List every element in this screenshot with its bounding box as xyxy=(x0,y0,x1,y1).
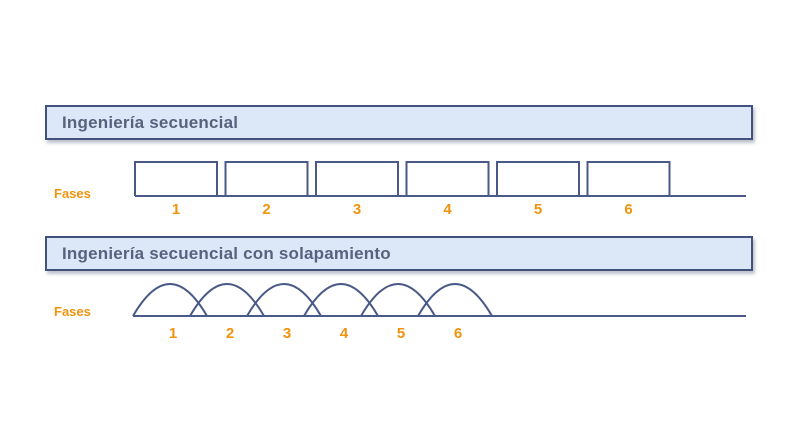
phase-label: 2 xyxy=(226,325,234,342)
phase-label: 5 xyxy=(397,325,405,342)
phase-label: 6 xyxy=(454,325,462,342)
section1-phase-labels: 1 2 3 4 5 6 xyxy=(172,201,633,218)
timeline-stroke xyxy=(496,161,580,196)
section2-title: Ingeniería secuencial con solapamiento xyxy=(62,243,391,263)
phase-label: 4 xyxy=(340,325,349,342)
section1-title: Ingeniería secuencial xyxy=(62,112,239,132)
timeline-stroke xyxy=(246,283,322,317)
timeline-stroke xyxy=(303,283,379,317)
phase-label: 3 xyxy=(353,201,361,218)
timeline-stroke xyxy=(405,161,490,196)
timeline-stroke xyxy=(132,283,208,317)
timeline-stroke xyxy=(417,283,493,317)
timeline-stroke xyxy=(360,283,436,317)
phase-label: 1 xyxy=(169,325,177,342)
timeline-stroke xyxy=(315,161,399,196)
section1-title-bar: Ingeniería secuencial xyxy=(45,105,753,140)
phase-label: 4 xyxy=(443,201,452,218)
phase-label: 2 xyxy=(262,201,270,218)
timeline-stroke xyxy=(134,161,218,196)
overlapping-arcs-diagram xyxy=(132,283,746,317)
square-wave-diagram xyxy=(134,161,746,197)
section2-title-bar: Ingeniería secuencial con solapamiento xyxy=(45,236,753,271)
phase-label: 3 xyxy=(283,325,291,342)
phase-label: 6 xyxy=(624,201,632,218)
phase-label: 5 xyxy=(534,201,542,218)
timeline-stroke xyxy=(224,161,309,196)
phase-label: 1 xyxy=(172,201,180,218)
section2-axis-label: Fases xyxy=(54,304,91,319)
timeline-stroke xyxy=(586,161,671,196)
section1-axis-label: Fases xyxy=(54,186,91,201)
section2-phase-labels: 1 2 3 4 5 6 xyxy=(169,325,462,342)
timeline-stroke xyxy=(189,283,265,317)
